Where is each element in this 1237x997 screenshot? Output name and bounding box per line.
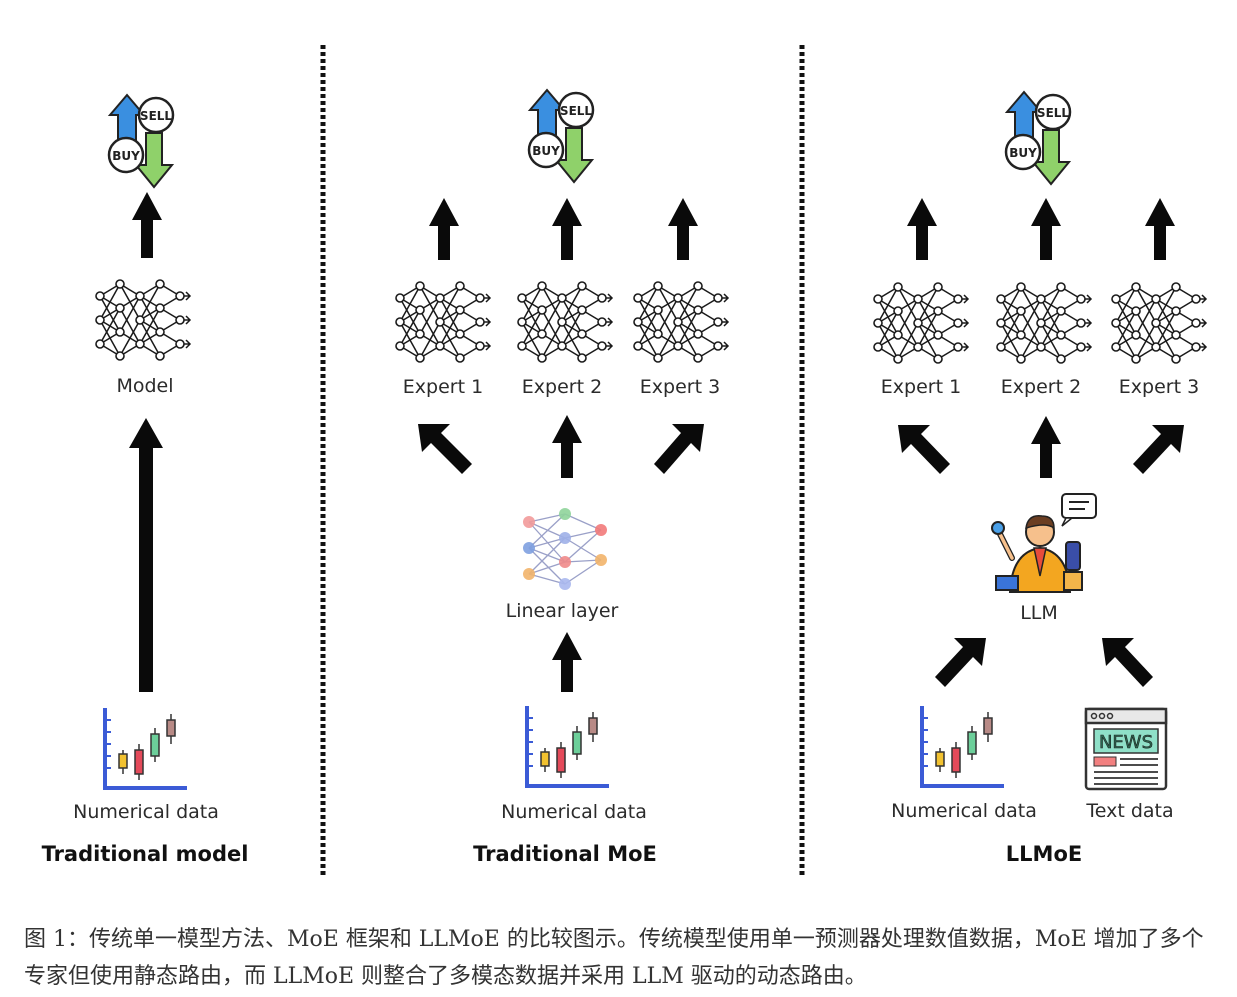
panel-title: LLMoE — [1006, 842, 1082, 866]
sell-label: SELL — [140, 109, 172, 123]
arrow-up-right — [935, 638, 986, 687]
arrow-up-left — [898, 425, 950, 474]
expert-3-network-icon — [1111, 282, 1207, 364]
panel-llmoe: BUY SELL Expert 1 Expert 2 Expert 3 LLM … — [873, 90, 1207, 866]
sell-label: SELL — [1037, 106, 1069, 120]
numerical-data-label: Numerical data — [73, 801, 219, 823]
expert-3-label: Expert 3 — [640, 376, 720, 398]
expert-1-label: Expert 1 — [881, 376, 961, 398]
llm-person-icon — [992, 494, 1096, 592]
expert-2-label: Expert 2 — [1001, 376, 1081, 398]
expert-1-network-icon — [395, 281, 491, 363]
arrow-up — [668, 198, 698, 260]
arrow-up — [132, 192, 162, 258]
numerical-data-label: Numerical data — [501, 801, 647, 823]
panel-traditional-model: BUY SELL Model Numerical data Traditiona… — [42, 93, 249, 866]
buy-sell-icon: BUY SELL — [1004, 90, 1072, 186]
llm-label: LLM — [1020, 602, 1058, 624]
expert-2-label: Expert 2 — [522, 376, 602, 398]
arrow-up — [907, 198, 937, 260]
comparison-diagram: BUY SELL Model Numerical data Traditiona… — [42, 45, 1207, 875]
expert-2-network-icon — [517, 281, 613, 363]
news-icon: NEWS — [1084, 707, 1168, 791]
candlestick-chart-icon — [525, 704, 611, 788]
expert-2-network-icon — [996, 282, 1092, 364]
panel-title: Traditional model — [42, 842, 249, 866]
arrow-up — [552, 198, 582, 260]
arrow-up-right — [1133, 425, 1184, 474]
candlestick-chart-icon — [103, 706, 189, 790]
arrow-up-left — [418, 424, 472, 474]
linear-layer-label: Linear layer — [506, 600, 619, 622]
arrow-up — [1145, 198, 1175, 260]
text-data-label: Text data — [1085, 800, 1173, 822]
buy-label: BUY — [532, 144, 560, 158]
expert-3-network-icon — [633, 281, 729, 363]
buy-label: BUY — [112, 149, 140, 163]
numerical-data-label: Numerical data — [891, 800, 1037, 822]
arrow-up — [1031, 198, 1061, 260]
arrow-up — [1031, 416, 1061, 478]
linear-layer-icon — [522, 507, 608, 591]
neural-network-icon — [95, 279, 191, 361]
panel-traditional-moe: BUY SELL Expert 1 Expert 2 Expert 3 Line… — [395, 88, 729, 866]
expert-1-label: Expert 1 — [403, 376, 483, 398]
arrow-up-right — [654, 424, 704, 474]
arrow-up — [552, 415, 582, 478]
buy-label: BUY — [1009, 146, 1037, 160]
model-label: Model — [116, 375, 173, 397]
sell-label: SELL — [560, 104, 592, 118]
arrow-up — [429, 198, 459, 260]
panel-title: Traditional MoE — [473, 842, 657, 866]
expert-3-label: Expert 3 — [1119, 376, 1199, 398]
buy-sell-icon: BUY SELL — [527, 88, 595, 184]
candlestick-chart-icon — [920, 704, 1006, 788]
news-label: NEWS — [1099, 732, 1153, 753]
buy-sell-icon: BUY SELL — [107, 93, 175, 189]
arrow-up — [552, 632, 582, 692]
arrow-up-left — [1102, 638, 1153, 687]
arrow-up-long — [129, 418, 163, 692]
figure-caption: 图 1：传统单一模型方法、MoE 框架和 LLMoE 的比较图示。传统模型使用单… — [24, 927, 1204, 989]
expert-1-network-icon — [873, 282, 969, 364]
